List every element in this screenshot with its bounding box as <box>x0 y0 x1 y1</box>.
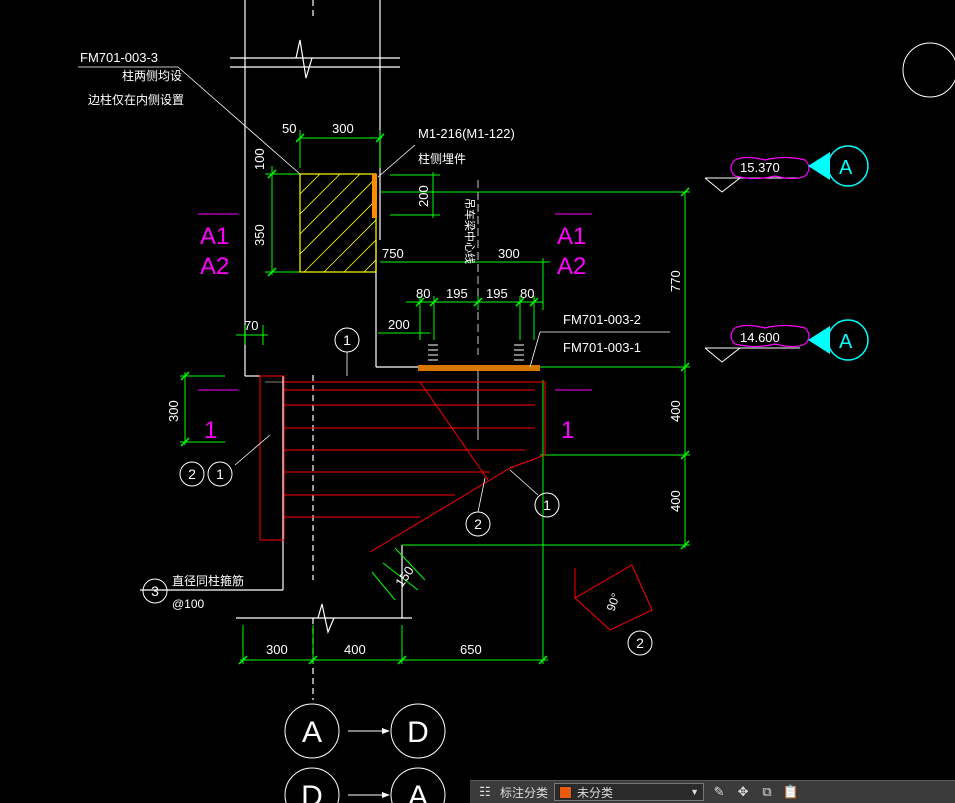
dim-70: 70 <box>244 318 258 333</box>
dim-100: 100 <box>252 148 267 170</box>
label-tie-bar: 直径同柱箍筋 <box>172 573 244 588</box>
dim-bottom-650: 650 <box>460 642 482 657</box>
embedded-plate <box>299 173 540 371</box>
section-mark-lines <box>198 213 592 391</box>
axis-d-row1: D <box>407 716 429 749</box>
dim-400-b: 400 <box>668 490 683 512</box>
dimension-ticks <box>180 133 690 665</box>
paste-icon[interactable]: 📋 <box>782 784 800 799</box>
axis-a-row2: A <box>408 780 428 803</box>
dim-750: 750 <box>382 246 404 261</box>
label-column-embed: 柱侧埋件 <box>418 151 466 166</box>
dim-200-b: 200 <box>388 317 410 332</box>
callout-2-left: 2 <box>188 466 196 482</box>
dim-300-top: 300 <box>332 121 354 136</box>
dim-350: 350 <box>252 224 267 246</box>
elevation-axis-lower: A <box>839 331 853 353</box>
dim-bottom-300: 300 <box>266 642 288 657</box>
section-a2-right: A2 <box>557 253 586 280</box>
elevation-markers <box>704 145 869 363</box>
section-a1-right: A1 <box>557 223 586 250</box>
label-fm701-003-1: FM701-003-1 <box>563 340 641 355</box>
section-a2-left: A2 <box>200 253 229 280</box>
corbel-reinforcement <box>259 375 653 631</box>
category-value: 未分类 <box>577 785 614 800</box>
note-inner-side: 边柱仅在内侧设置 <box>88 92 184 107</box>
section-1-right: 1 <box>561 417 574 444</box>
dim-770: 770 <box>668 270 683 292</box>
dim-195-a: 195 <box>446 286 468 301</box>
dim-bottom-400: 400 <box>344 642 366 657</box>
dim-200-a: 200 <box>416 185 431 207</box>
dim-50: 50 <box>282 121 296 136</box>
callout-3: 3 <box>151 583 159 599</box>
callout-2-mid: 2 <box>474 516 482 532</box>
elevation-lower: 14.600 <box>740 330 780 345</box>
dim-80-b: 80 <box>520 286 534 301</box>
dim-400-a: 400 <box>668 400 683 422</box>
chevron-down-icon: ▼ <box>690 787 700 797</box>
move-icon[interactable]: ✥ <box>737 784 749 799</box>
callout-1-left: 1 <box>216 466 224 482</box>
copy-icon[interactable]: ⧉ <box>762 784 772 799</box>
axis-d-row2: D <box>301 780 323 803</box>
callout-1-right: 1 <box>543 497 551 513</box>
axis-arrows <box>382 728 390 798</box>
elevation-upper: 15.370 <box>740 160 780 175</box>
label-tie-spacing: @100 <box>172 597 205 611</box>
dimension-lines <box>180 130 690 664</box>
label-crane-beam-axis: 吊车梁中心线 <box>463 198 477 264</box>
edit-icon[interactable]: ✎ <box>713 784 725 799</box>
leader-lines <box>78 66 670 513</box>
category-label: 标注分类 <box>500 785 549 800</box>
annotation-toolbar: ☷ 标注分类 未分类 ▼ ✎ ✥ ⧉ 📋 <box>470 780 955 803</box>
callout-circles <box>142 42 955 656</box>
category-swatch <box>559 785 573 799</box>
callout-2-detail: 2 <box>636 635 644 651</box>
axis-bubbles <box>284 703 446 803</box>
label-fm701-003-2: FM701-003-2 <box>563 312 641 327</box>
dim-80-a: 80 <box>416 286 430 301</box>
dim-300-left: 300 <box>166 400 181 422</box>
label-angle: 90° <box>604 591 623 613</box>
category-dropdown[interactable]: 未分类 ▼ <box>554 783 705 801</box>
note-both-sides: 柱两侧均设 <box>122 68 182 83</box>
dim-300-mid: 300 <box>498 246 520 261</box>
section-a1-left: A1 <box>200 223 229 250</box>
dim-195-b: 195 <box>486 286 508 301</box>
elevation-axis-upper: A <box>839 157 853 179</box>
label-m1-216: M1-216(M1-122) <box>418 126 515 141</box>
axis-a-row1: A <box>302 716 322 749</box>
group-icon[interactable]: ☷ <box>479 784 491 799</box>
section-1-left: 1 <box>204 417 217 444</box>
anchor-bolts <box>428 344 524 361</box>
callout-1-top: 1 <box>343 332 351 348</box>
label-fm701-003-3: FM701-003-3 <box>80 50 158 65</box>
